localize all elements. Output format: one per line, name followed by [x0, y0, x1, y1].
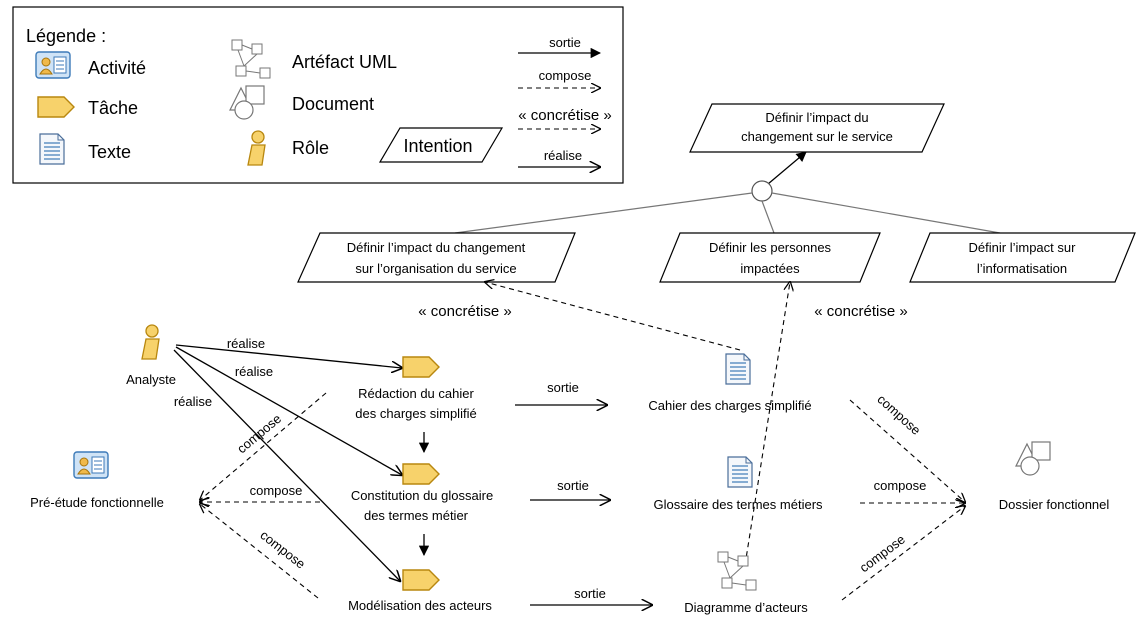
compose-label-o1: compose [874, 391, 923, 437]
intention-info-shape [909, 232, 1136, 283]
intention-org-line2: sur l’organisation du service [355, 261, 516, 276]
sortie-label-1: sortie [547, 380, 579, 395]
realise-label-3: réalise [174, 394, 212, 409]
nodes: Analyste Rédaction du cahier des charges… [30, 324, 1110, 615]
edges [173, 282, 965, 605]
analyste-label: Analyste [126, 372, 176, 387]
pre-etude-activity-icon [73, 451, 109, 479]
task-redaction-line1: Rédaction du cahier [358, 386, 474, 401]
legend-role-label: Rôle [292, 138, 329, 158]
intention-top-line2: changement sur le service [741, 129, 893, 144]
diagramme-label: Diagramme d’acteurs [684, 600, 808, 615]
text-icon [39, 133, 65, 165]
legend-activity-label: Activité [88, 58, 146, 78]
legend-realise-label: réalise [544, 148, 582, 163]
tree-link-persons [761, 200, 775, 234]
edge-compose-t3-activity [200, 504, 319, 599]
glossaire-label: Glossaire des termes métiers [653, 497, 823, 512]
sortie-label-2: sortie [557, 478, 589, 493]
legend-document-label: Document [292, 94, 374, 114]
intention-refinement-arrow [767, 151, 807, 185]
edge-labels: « concrétise » « concrétise » réalise ré… [174, 303, 927, 601]
edge-concretise-cahier [485, 282, 741, 351]
edge-realise-t3 [173, 349, 400, 581]
legend: Légende : Activité Tâche Texte Artéfact … [12, 6, 624, 184]
intention-tree: Définir l’impact du changement sur le se… [297, 103, 1136, 283]
legend-sortie-label: sortie [549, 35, 581, 50]
intention-persons-line1: Définir les personnes [709, 240, 832, 255]
cahier-text-icon [725, 353, 751, 385]
intention-top-shape [689, 103, 945, 153]
task-modelisation-icon [402, 569, 440, 591]
activity-icon [35, 51, 71, 79]
diagramme-uml-icon [717, 551, 757, 591]
legend-frame [12, 6, 624, 184]
intention-persons-line2: impactées [740, 261, 800, 276]
intention-persons-shape [659, 232, 881, 283]
legend-intention-label: Intention [403, 136, 472, 156]
legend-compose-label: compose [539, 68, 592, 83]
compose-label-t1: compose [234, 411, 284, 456]
concretise-label-left: « concrétise » [418, 303, 511, 320]
legend-text-label: Texte [88, 142, 131, 162]
intention-info-line2: l’informatisation [977, 261, 1067, 276]
cahier-label: Cahier des charges simplifié [648, 398, 811, 413]
compose-label-t2: compose [250, 483, 303, 498]
tree-link-info [771, 192, 1001, 234]
compose-label-o3: compose [857, 532, 908, 576]
task-glossaire-line1: Constitution du glossaire [351, 488, 493, 503]
legend-intention-shape [378, 127, 504, 163]
edge-compose-o3-dossier [841, 506, 965, 601]
task-redaction-icon [402, 356, 440, 378]
intention-org-shape [297, 232, 576, 283]
edge-compose-o1-dossier [849, 399, 965, 502]
task-redaction-line2: des charges simplifié [355, 406, 476, 421]
dossier-document-icon [1015, 441, 1051, 476]
concretise-label-right: « concrétise » [814, 303, 907, 320]
edge-concretise-diagramme [744, 282, 790, 566]
compose-label-t3: compose [257, 527, 308, 571]
dossier-label: Dossier fonctionnel [999, 497, 1110, 512]
task-glossaire-icon [402, 463, 440, 485]
task-glossaire-line2: des termes métier [364, 508, 469, 523]
legend-task-label: Tâche [88, 98, 138, 118]
edge-realise-t1 [175, 344, 402, 368]
intention-org-line1: Définir l’impact du changement [347, 240, 526, 255]
glossaire-text-icon [727, 456, 753, 488]
intention-info-line1: Définir l’impact sur [969, 240, 1077, 255]
pre-etude-label: Pré-étude fonctionnelle [30, 495, 164, 510]
realise-label-2: réalise [235, 364, 273, 379]
legend-concretise-label: « concrétise » [518, 107, 611, 124]
intention-top-line1: Définir l’impact du [765, 110, 868, 125]
analyste-role-icon [141, 324, 160, 360]
legend-uml-label: Artéfact UML [292, 52, 397, 72]
edge-realise-t2 [175, 346, 402, 475]
legend-title: Légende : [26, 26, 106, 46]
tree-link-org [454, 192, 753, 234]
realise-label-1: réalise [227, 336, 265, 351]
task-modelisation-label: Modélisation des acteurs [348, 598, 492, 613]
edge-compose-t1-activity [200, 392, 327, 500]
compose-label-o2: compose [874, 478, 927, 493]
sortie-label-3: sortie [574, 586, 606, 601]
and-decomposition-node [751, 180, 773, 202]
